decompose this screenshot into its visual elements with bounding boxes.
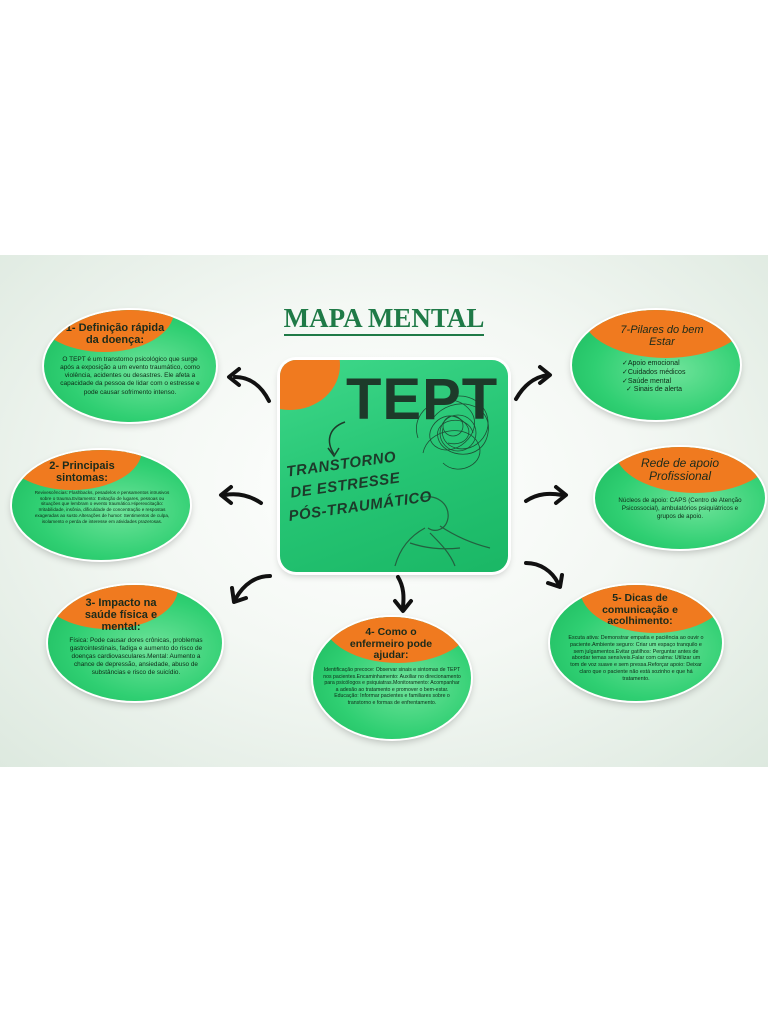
node-wellbeing-pillars: 7-Pilares do bem Estar ✓Apoio emocional … bbox=[572, 310, 740, 420]
node-symptoms-title: 2- Principais sintomas: bbox=[49, 460, 115, 485]
node-definition-text: O TEPT é um transtorno psicológico que s… bbox=[60, 356, 200, 396]
curved-arrow-icon bbox=[327, 421, 346, 458]
node-nurse: 4- Como o enfermeiro pode ajudar: Identi… bbox=[313, 617, 471, 739]
center-title: TEPT bbox=[346, 367, 499, 432]
node-support-network-text: Núcleos de apoio: CAPS (Centro de Atençã… bbox=[618, 497, 742, 520]
center-topic-box: TEPT TRANSTORNO DE ESTRESSE PÓS-TRAUMÁTI… bbox=[280, 360, 508, 572]
list-item: ✓Apoio emocional bbox=[622, 360, 680, 367]
node-communication-text: Escuta ativa: Demonstrar empatia e paciê… bbox=[568, 635, 704, 682]
list-item: ✓Cuidados médicos bbox=[622, 368, 686, 376]
arrow-to-nurse-icon bbox=[393, 575, 413, 613]
sitting-person-illustration bbox=[394, 496, 491, 567]
arrow-to-definition-icon bbox=[227, 367, 271, 403]
node-communication-title: 5- Dicas de comunicação e acolhimento: bbox=[602, 592, 678, 628]
node-support-network: 6- Rede de apoio Profissional Núcleos de… bbox=[595, 447, 765, 549]
arrow-to-support-network-icon bbox=[524, 485, 568, 505]
node-support-network-title: Rede de apoio Profissional bbox=[640, 456, 720, 484]
wellbeing-list: ✓Apoio emocional ✓Cuidados médicos ✓Saúd… bbox=[622, 360, 712, 395]
arrow-to-communication-icon bbox=[524, 561, 564, 589]
node-impact-text: Física: Pode causar dores crônicas, prob… bbox=[69, 637, 203, 676]
arrow-to-wellbeing-icon bbox=[514, 365, 552, 401]
node-impact: 3- Impacto na saúde física e mental: Fís… bbox=[48, 585, 222, 701]
node-impact-title: 3- Impacto na saúde física e mental: bbox=[84, 597, 158, 634]
node-symptoms-text: Revivescências: Flashbacks, pesadelos e … bbox=[34, 490, 170, 524]
list-item: ✓ Sinais de alerta bbox=[626, 386, 683, 394]
node-definition: 1- Definição rápida da doença: O TEPT é … bbox=[44, 310, 216, 422]
scribble-illustration bbox=[416, 395, 489, 470]
node-symptoms: 2- Principais sintomas: Revivescências: … bbox=[12, 450, 190, 560]
node-wellbeing-title: 7-Pilares do bem Estar bbox=[620, 324, 704, 349]
mind-map-poster: MAPA MENTAL 1- Definição rápida da doenç… bbox=[0, 255, 768, 767]
node-nurse-text: Identificação precoce: Observar sinais e… bbox=[323, 667, 461, 706]
node-nurse-title: 4- Como o enfermeiro pode ajudar: bbox=[349, 626, 433, 662]
page-title: MAPA MENTAL bbox=[0, 303, 768, 336]
arrow-to-symptoms-icon bbox=[219, 485, 263, 505]
page-title-text: MAPA MENTAL bbox=[283, 303, 485, 336]
node-support-network-num: 6- bbox=[631, 449, 639, 456]
node-definition-title: 1- Definição rápida da doença: bbox=[65, 322, 165, 347]
node-communication: 5- Dicas de comunicação e acolhimento: E… bbox=[550, 585, 722, 701]
list-item: ✓Saúde mental bbox=[622, 377, 672, 385]
arrow-to-impact-icon bbox=[230, 574, 272, 604]
